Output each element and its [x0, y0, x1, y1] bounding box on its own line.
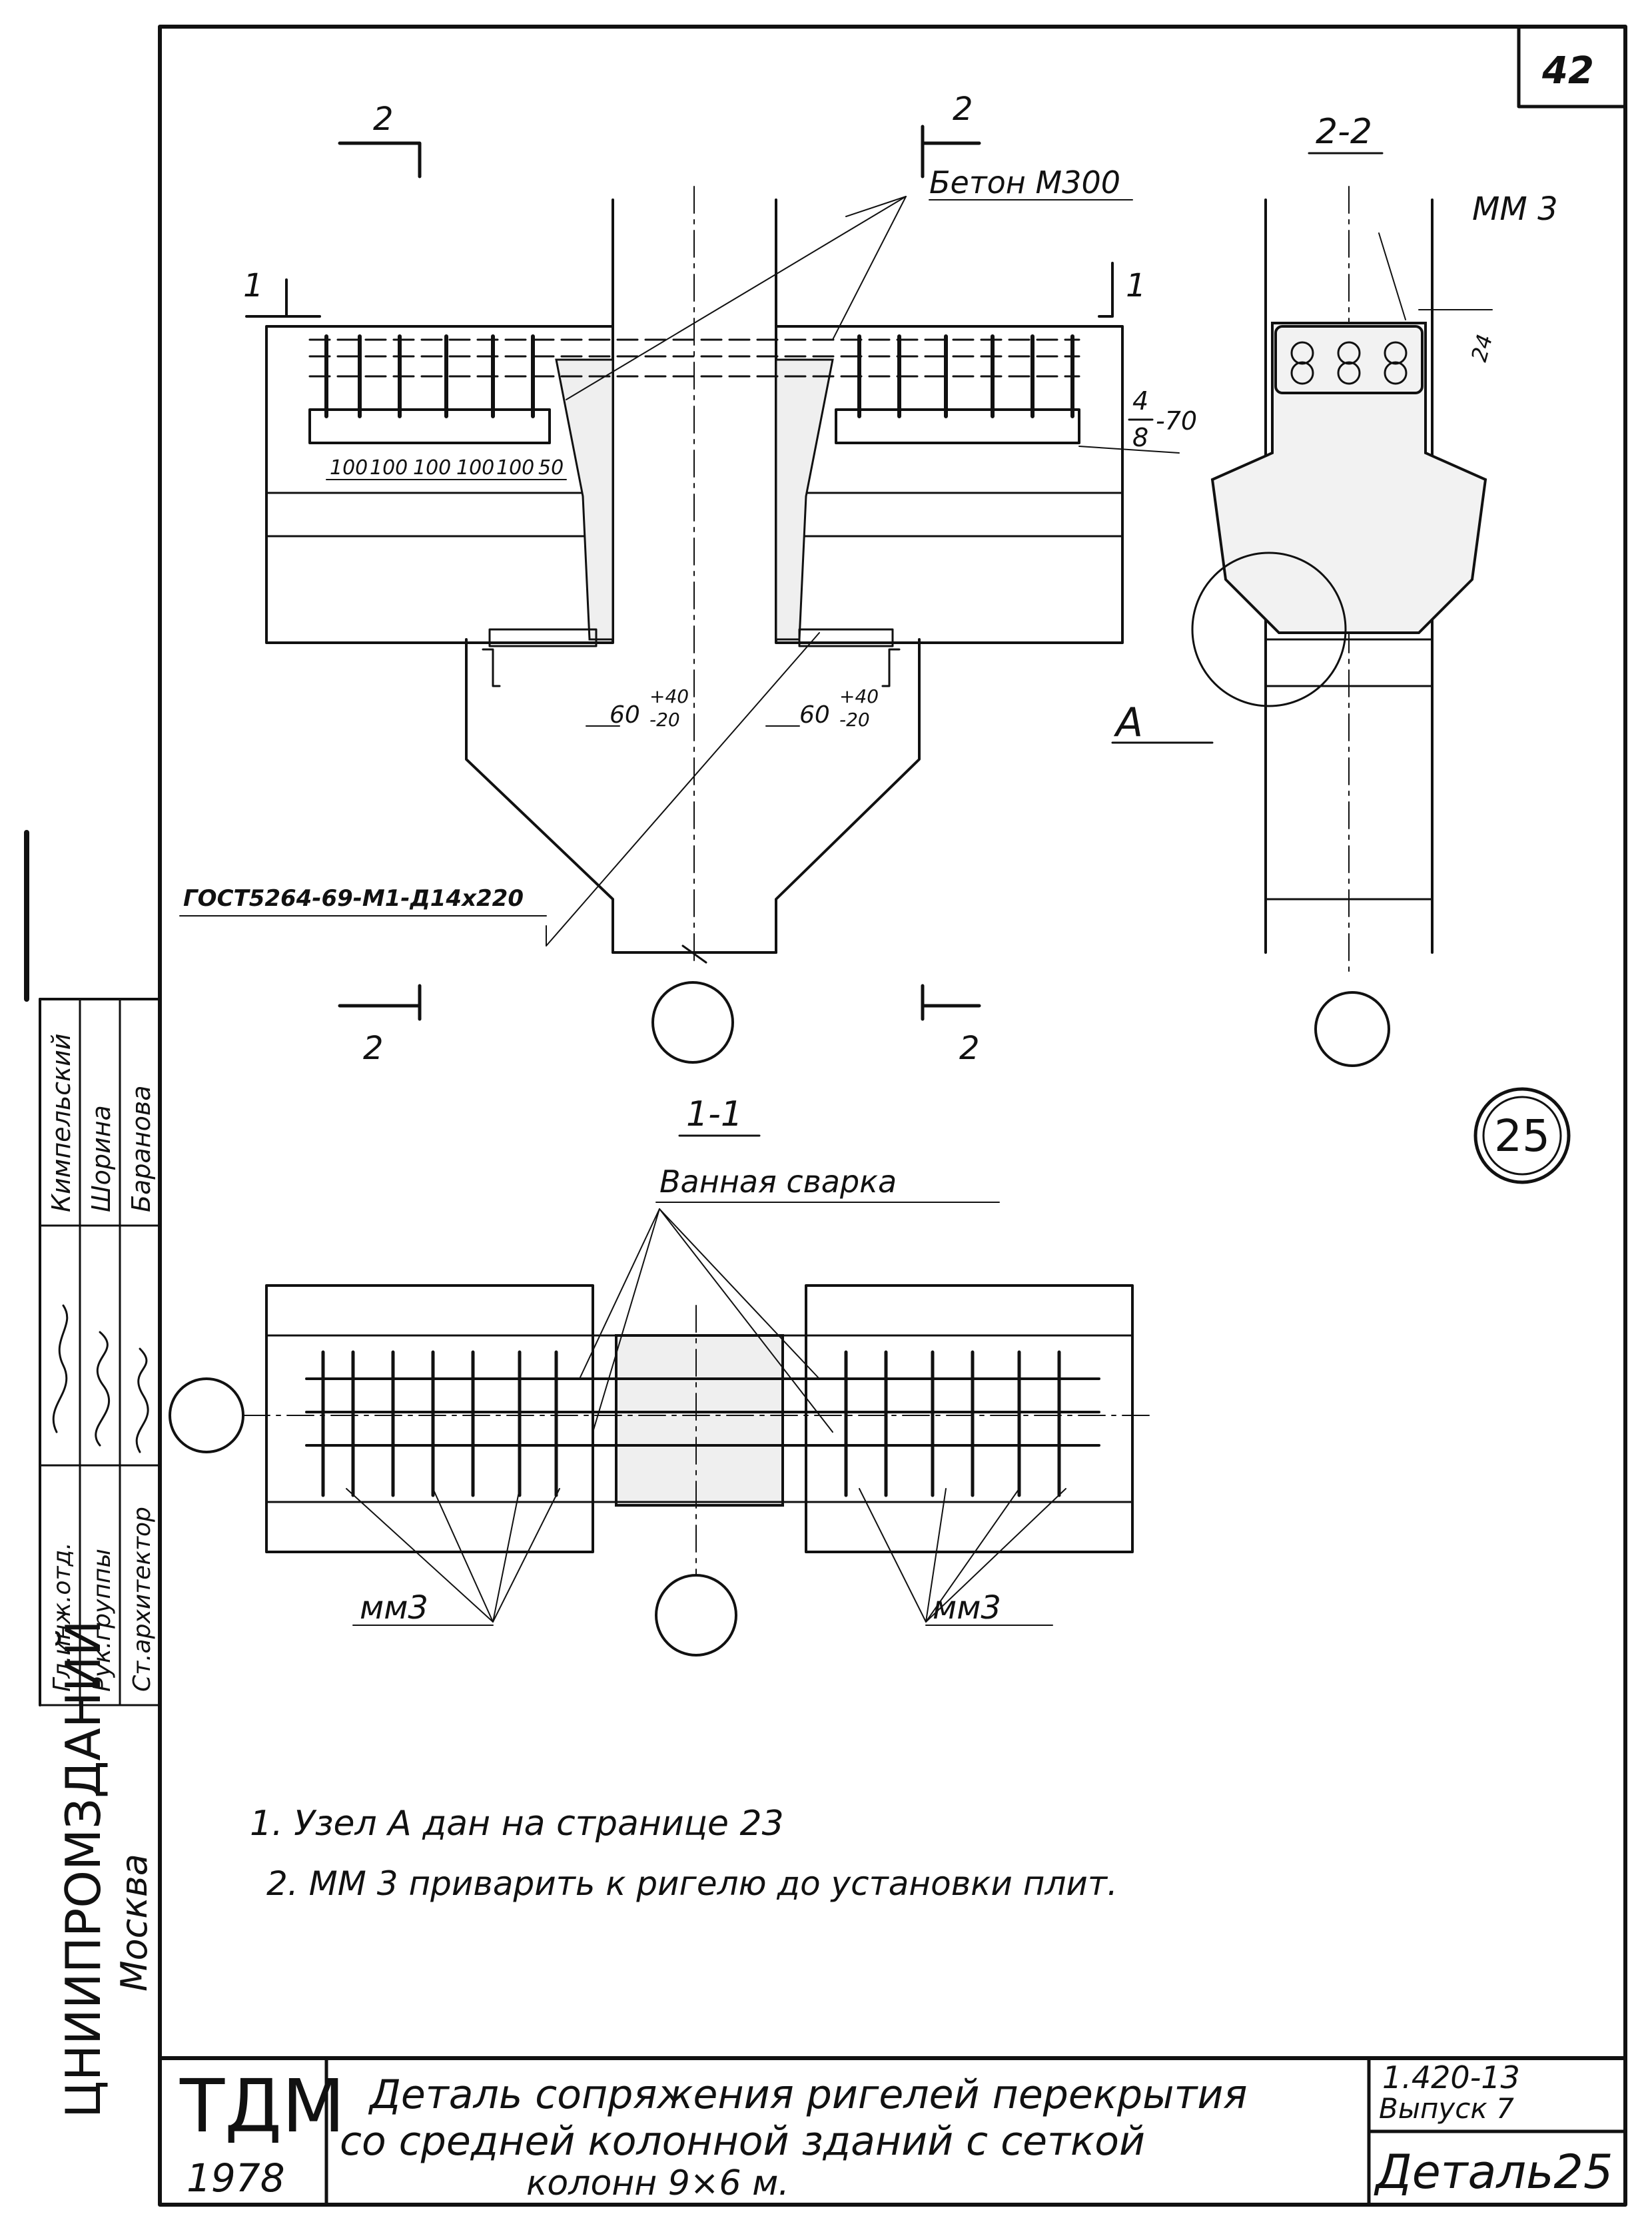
sheet-frame [24, 25, 1627, 2207]
section-1-1-title: 1-1 [686, 1094, 743, 1134]
gap-dim-left-value: 60 [610, 701, 640, 729]
side-role-1: Гл.инж.отд. [49, 1542, 76, 1692]
side-role-3: Ст.архитектор [129, 1507, 156, 1692]
weld-label-bottom: 8 [1132, 423, 1148, 452]
axis-bubble-main [651, 981, 734, 1064]
title-issue: Выпуск 7 [1379, 2092, 1514, 2125]
spacing-dim-3: 100 [456, 456, 494, 480]
side-name-3: Баранова [127, 1085, 156, 1212]
detail-badge-inner [1482, 1096, 1562, 1176]
section-2-2 [1111, 186, 1493, 973]
mm3-left-label: мм3 [360, 1589, 428, 1627]
gap-dim-right-value: 60 [799, 701, 830, 729]
signature-2 [95, 1331, 111, 1447]
spacing-dim-5: 50 [538, 456, 564, 480]
page-number: 42 [1541, 49, 1594, 93]
weld-label-length: -70 [1156, 406, 1197, 436]
mm3-section22-label: ММ 3 [1472, 190, 1558, 228]
side-org-name: ЦНИИПРОМЗДАНИЙ [55, 1620, 111, 2118]
node-a-label: А [1113, 699, 1143, 746]
node-a-circle [1191, 552, 1347, 707]
title-line-2: со средней колонной зданий с сеткой [340, 2118, 1145, 2165]
cut-2-top-left: 2 [373, 101, 394, 138]
spacing-dim-0: 100 [330, 456, 368, 480]
title-doc-code: 1.420-13 [1382, 2059, 1520, 2095]
note-1: 1. Узел А дан на странице 23 [250, 1804, 784, 1844]
title-year: 1978 [187, 2155, 285, 2201]
cut-2-top-right: 2 [953, 91, 973, 128]
gap-dim-right: 60 +40 -20 [799, 685, 879, 731]
side-stamp: ЦНИИПРОМЗДАНИЙ Москва Гл.инж.отд. Рук.гр… [47, 1034, 156, 2119]
signature-3 [135, 1347, 149, 1453]
title-line-3: колонн 9×6 м. [526, 2163, 789, 2203]
side-role-2: Рук.группы [89, 1549, 116, 1692]
gap-dim-left-minus: -20 [649, 709, 680, 731]
title-series: ТДМ [179, 2063, 345, 2149]
stirrups-right [835, 334, 1080, 444]
detail-badge-number: 25 [1494, 1110, 1550, 1162]
cut-1-right: 1 [1126, 267, 1146, 304]
cut-2-bottom-right: 2 [959, 1030, 980, 1067]
title-detail: Деталь25 [1374, 2145, 1613, 2199]
gap-dim-right-plus: +40 [839, 685, 879, 707]
side-name-2: Шорина [87, 1105, 116, 1212]
side-city: Москва [113, 1854, 155, 1992]
signature-1 [52, 1304, 69, 1433]
concrete-label: Бетон М300 [929, 165, 1120, 200]
cut-2-bottom-left: 2 [363, 1030, 384, 1067]
gap-dim-left-plus: +40 [649, 685, 689, 707]
bath-welding-label: Ванная сварка [659, 1164, 897, 1200]
axis-bubble-section22 [1314, 991, 1390, 1067]
side-name-1: Кимпельский [47, 1034, 76, 1213]
section-2-2-title: 2-2 [1316, 112, 1372, 152]
stirrups-left [308, 334, 551, 444]
weld-label-top: 4 [1132, 386, 1148, 416]
dim-24-label: 24 [1466, 332, 1497, 364]
section-1-1 [242, 1208, 1153, 1626]
mm3-right-label: мм3 [933, 1589, 1001, 1627]
detail-badge-ring [1473, 1087, 1571, 1184]
gap-dim-left: 60 +40 -20 [610, 685, 689, 731]
cut-1-left: 1 [243, 267, 264, 304]
spacing-dim-2: 100 [413, 456, 451, 480]
elevation-view [265, 186, 1180, 966]
cut-markers [245, 125, 1114, 1021]
axis-bubble-section11-bottom [655, 1574, 737, 1657]
gap-dim-right-minus: -20 [839, 709, 870, 731]
note-2: 2. ММ 3 приварить к ригелю до установки … [266, 1864, 1118, 1903]
spacing-dim-4: 100 [496, 456, 534, 480]
spacing-dim-1: 100 [370, 456, 408, 480]
axis-bubble-section11-left [169, 1377, 244, 1453]
gost-label: ГОСТ5264-69-М1-Д14х220 [183, 885, 524, 912]
title-line-1: Деталь сопряжения ригелей перекрытия [368, 2071, 1247, 2118]
